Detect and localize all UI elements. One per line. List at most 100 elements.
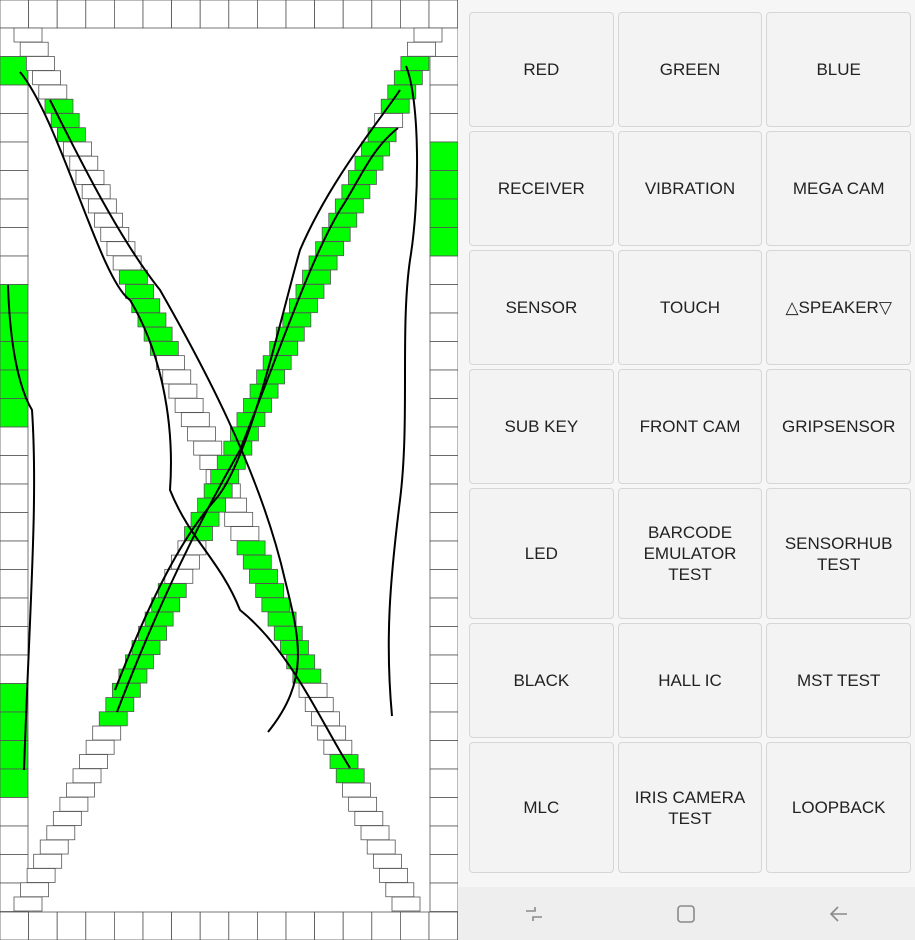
border-cell [429, 597, 458, 627]
border-cell [429, 683, 458, 713]
diagonal-cell [354, 155, 384, 171]
border-cell [429, 141, 458, 171]
border-cell [429, 227, 458, 257]
border-cell [429, 369, 458, 399]
iris-camera-test-button[interactable]: IRIS CAMERA TEST [617, 742, 763, 873]
sensorhub-test-button[interactable]: SENSORHUB TEST [766, 488, 912, 619]
front-cam-test-button[interactable]: FRONT CAM [617, 369, 763, 484]
mlc-test-button[interactable]: MLC [469, 742, 614, 873]
green-test-button[interactable]: GREEN [617, 12, 763, 127]
diagonal-cell [230, 526, 260, 542]
border-cell [0, 84, 29, 114]
border-cell [399, 0, 430, 29]
diagonal-cell [373, 853, 402, 869]
diagonal-cell [360, 825, 390, 841]
diagonal-cell [50, 113, 80, 128]
mst-test-button[interactable]: MST TEST [766, 623, 912, 738]
diagonal-cell [366, 839, 396, 855]
border-cell [342, 911, 373, 940]
border-cell [0, 227, 29, 257]
border-cell [399, 911, 430, 940]
border-cell [0, 426, 29, 456]
menu-row: RED GREEN BLUE [469, 12, 912, 127]
border-cell [429, 768, 458, 798]
diagonal-cell [125, 284, 154, 299]
touch-test-panel[interactable] [0, 0, 458, 940]
home-icon [677, 904, 696, 923]
touch-trace-line [387, 65, 419, 717]
blue-test-button[interactable]: BLUE [766, 12, 912, 127]
black-test-button[interactable]: BLACK [469, 623, 614, 738]
touch-trace-line [19, 71, 351, 769]
diagonal-cell [56, 127, 86, 143]
hall-ic-test-button[interactable]: HALL IC [617, 623, 763, 738]
diagonal-cell [348, 796, 378, 812]
border-cell [0, 540, 29, 570]
diagonal-cell [354, 811, 384, 826]
border-cell [171, 0, 201, 29]
touch-test-canvas[interactable] [0, 0, 458, 940]
border-cell [0, 768, 29, 798]
vibration-test-button[interactable]: VIBRATION [617, 131, 763, 246]
border-cell [0, 569, 29, 599]
border-cell [199, 911, 230, 940]
border-cell [429, 540, 458, 570]
diagonal-cell [72, 768, 102, 784]
diagonal-cell [361, 141, 390, 157]
diagonal-cell [168, 383, 198, 399]
border-cell [285, 0, 316, 29]
diagonal-cell [26, 868, 56, 883]
recents-button[interactable] [504, 894, 564, 934]
barcode-emulator-test-button[interactable]: BARCODE EMULATOR TEST [617, 488, 763, 619]
border-cell [228, 0, 258, 29]
diagonal-cell [413, 27, 443, 43]
border-cell [314, 0, 344, 29]
diagonal-cell [85, 739, 115, 755]
mega-cam-test-button[interactable]: MEGA CAM [766, 131, 912, 246]
border-cell [256, 911, 287, 940]
sensor-test-button[interactable]: SENSOR [469, 250, 614, 365]
touch-test-button[interactable]: TOUCH [617, 250, 763, 365]
border-cell [0, 626, 29, 656]
border-cell [429, 426, 458, 456]
diagonal-cell [162, 369, 192, 385]
menu-row: BLACK HALL IC MST TEST [469, 623, 912, 738]
receiver-test-button[interactable]: RECEIVER [469, 131, 614, 246]
border-cell [256, 0, 287, 29]
border-cell [28, 0, 58, 29]
border-cell [0, 911, 30, 940]
border-cell [429, 56, 458, 86]
back-button[interactable] [809, 894, 869, 934]
diagonal-cell [118, 269, 148, 285]
border-cell [429, 170, 458, 200]
menu-row: SUB KEY FRONT CAM GRIPSENSOR [469, 369, 912, 484]
touch-trace-line [114, 89, 401, 691]
led-test-button[interactable]: LED [469, 488, 614, 619]
border-cell [0, 825, 29, 855]
test-button-grid: RED GREEN BLUE RECEIVER VIBRATION MEGA C… [469, 12, 912, 873]
loopback-test-button[interactable]: LOOPBACK [766, 742, 912, 873]
diagonal-cell [174, 397, 204, 413]
border-cell [228, 911, 258, 940]
border-cell [85, 0, 115, 29]
border-cell [429, 398, 458, 428]
menu-row: SENSOR TOUCH △SPEAKER▽ [469, 250, 912, 365]
diagonal-cell [38, 84, 68, 100]
border-cell [0, 170, 29, 200]
menu-row: RECEIVER VIBRATION MEGA CAM [469, 131, 912, 246]
diagonal-cell [39, 839, 69, 855]
diagonal-cell [92, 725, 122, 741]
border-cell [142, 911, 173, 940]
diagonal-cell [341, 184, 371, 200]
border-cell [371, 0, 401, 29]
diagonal-cell [298, 682, 328, 698]
gripsensor-test-button[interactable]: GRIPSENSOR [766, 369, 912, 484]
border-cell [0, 0, 30, 29]
speaker-test-button[interactable]: △SPEAKER▽ [766, 250, 912, 365]
border-cell [199, 0, 230, 29]
diagonal-cell [261, 597, 291, 613]
sub-key-test-button[interactable]: SUB KEY [469, 369, 614, 484]
home-button[interactable] [656, 894, 716, 934]
diagonal-cell [267, 611, 297, 627]
red-test-button[interactable]: RED [469, 12, 614, 127]
